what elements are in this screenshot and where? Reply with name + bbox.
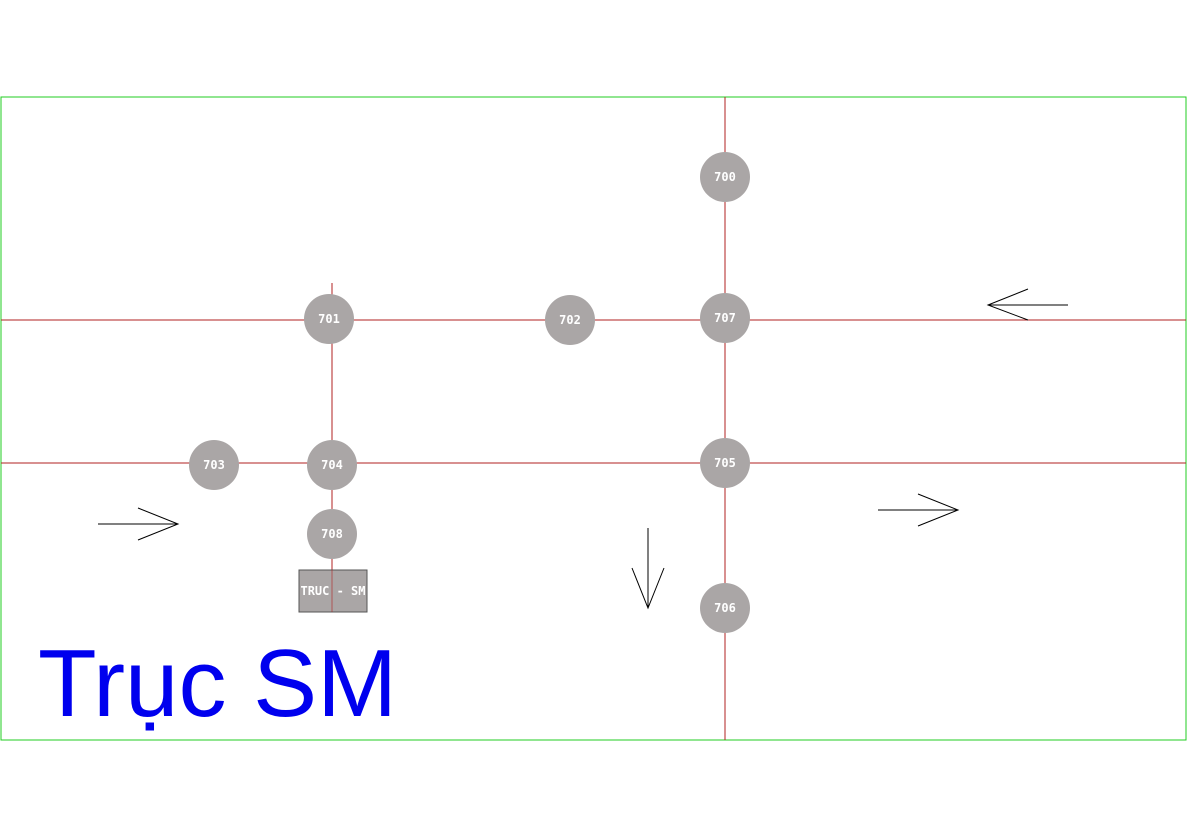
diagram-title: Trục SM [38, 630, 397, 737]
node-708[interactable]: 708 [307, 509, 357, 559]
node-705[interactable]: 705 [700, 438, 750, 488]
node-703[interactable]: 703 [189, 440, 239, 490]
node-704[interactable]: 704 [307, 440, 357, 490]
arrow-right-icon [878, 493, 960, 527]
node-label: 703 [203, 458, 225, 472]
node-label: 707 [714, 311, 736, 325]
node-706[interactable]: 706 [700, 583, 750, 633]
node-label: 704 [321, 458, 343, 472]
arrow-right-icon [98, 507, 180, 541]
node-707[interactable]: 707 [700, 293, 750, 343]
arrow-down-icon [631, 528, 665, 610]
node-label: 702 [559, 313, 581, 327]
node-label: 700 [714, 170, 736, 184]
node-label: 701 [318, 312, 340, 326]
node-group: 700 701 702 703 704 705 706 707 [189, 152, 750, 633]
node-label: 706 [714, 601, 736, 615]
node-label: 705 [714, 456, 736, 470]
node-700[interactable]: 700 [700, 152, 750, 202]
node-702[interactable]: 702 [545, 295, 595, 345]
direction-arrows [98, 288, 1068, 610]
node-label: 708 [321, 527, 343, 541]
arrow-left-icon [986, 288, 1068, 321]
axis-box-label: TRUC - SM [300, 584, 365, 598]
map-frame [0, 96, 1187, 741]
node-701[interactable]: 701 [304, 294, 354, 344]
axis-box[interactable]: TRUC - SM [298, 569, 368, 613]
